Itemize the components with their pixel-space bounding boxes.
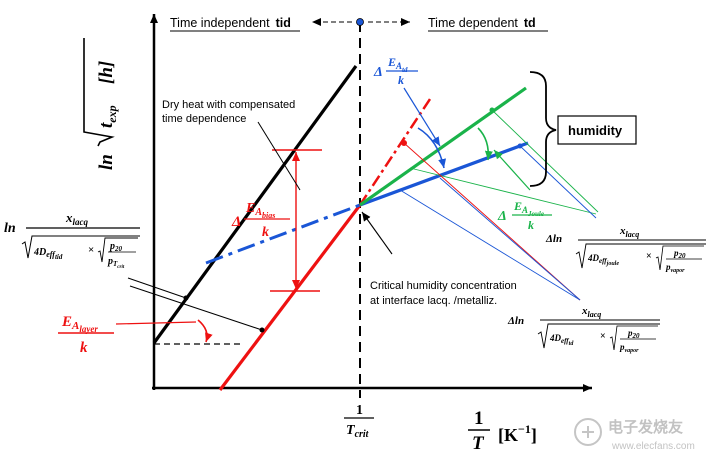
svg-text:×: × [646, 251, 652, 262]
svg-text:×: × [600, 331, 606, 342]
svg-text:xlacq: xlacq [619, 225, 639, 239]
svg-text:k: k [528, 218, 534, 232]
svg-text:×: × [88, 244, 94, 256]
svg-text:k: k [80, 340, 88, 356]
joule-angle-arc [477, 127, 493, 161]
leader-blue-1 [519, 145, 597, 219]
svg-text:Δ: Δ [231, 214, 241, 230]
svg-text:4Deffjoule: 4Deffjoule [587, 253, 619, 267]
humidity-brace [529, 71, 557, 187]
svg-text:xlacq: xlacq [581, 305, 601, 319]
x-axis-label: 1 T [K−1] [468, 408, 537, 454]
svg-text:pTcrit: pTcrit [107, 256, 125, 270]
ea-td-label: Δ EAtd k [373, 55, 418, 87]
svg-text:p20: p20 [673, 248, 686, 260]
tcrit-label: 1 Tcrit [344, 403, 374, 440]
joule-angle-pointer [493, 149, 531, 191]
svg-text:Δ: Δ [373, 65, 383, 80]
svg-text:p20: p20 [109, 241, 123, 253]
critical-pointer [361, 211, 393, 255]
marker-green [489, 107, 495, 113]
svg-text:4Defftid: 4Defftid [33, 247, 63, 261]
humidity-extension-line [205, 203, 361, 265]
watermark-logo-icon [574, 418, 602, 446]
ea-joule-label: Δ EAJoule k [497, 199, 552, 232]
svg-text:T: T [472, 433, 485, 454]
bias-extension-line [358, 95, 434, 206]
td-angle-pointer [403, 87, 441, 147]
svg-text:pvapor: pvapor [619, 342, 639, 354]
svg-text:Δ: Δ [497, 209, 507, 224]
svg-text:k: k [398, 73, 404, 87]
ea-bias-label: Δ EAbias k [231, 201, 290, 240]
svg-text:p20: p20 [627, 328, 640, 340]
joule-line [359, 86, 527, 207]
humidity-td-line [359, 141, 529, 207]
svg-text:ln: ln [4, 221, 16, 236]
humidity-box [557, 115, 637, 145]
svg-text:4Defftd: 4Defftd [549, 333, 574, 347]
svg-text:1: 1 [474, 408, 484, 429]
svg-text:EAJoule: EAJoule [513, 199, 544, 218]
y-axis-label: ln texp [h] [83, 38, 119, 170]
marker-red [401, 140, 407, 146]
formula-tid: ln xlacq 4Defftid × p20 pTcrit [4, 210, 140, 270]
svg-text:EAlayer: EAlayer [61, 314, 98, 334]
leader-red-1 [403, 142, 581, 301]
svg-text:pvapor: pvapor [665, 262, 685, 274]
svg-text:电子发烧友: 电子发烧友 [608, 418, 683, 436]
svg-text:texp: texp [96, 105, 119, 128]
svg-text:Tcrit: Tcrit [346, 423, 370, 440]
svg-text:Δln: Δln [507, 315, 524, 327]
left-formula-leader-2 [129, 285, 263, 331]
leader-blue-3 [439, 177, 581, 301]
svg-text:xlacq: xlacq [65, 210, 88, 227]
svg-text:www.elecfans.com: www.elecfans.com [611, 441, 695, 452]
leader-dot-1 [183, 295, 189, 301]
watermark: 电子发烧友 www.elecfans.com [574, 418, 695, 452]
dry-heat-pointer [257, 121, 301, 191]
leader-green-1 [491, 109, 599, 213]
formula-td: Δln xlacq 4Defftd × p20 pvapor [507, 305, 660, 354]
critical-point-top [356, 18, 364, 26]
svg-text:EAbias: EAbias [245, 201, 275, 220]
marker-blue [517, 143, 523, 149]
svg-text:Δln: Δln [545, 233, 562, 245]
svg-text:ln: ln [96, 154, 117, 170]
svg-text:[K−1]: [K−1] [498, 422, 537, 445]
left-formula-leader-1 [127, 277, 187, 299]
formula-joule: Δln xlacq 4Deffjoule × p20 pvapor [545, 225, 706, 274]
svg-text:[h]: [h] [96, 61, 117, 84]
svg-text:k: k [262, 225, 269, 240]
svg-text:1: 1 [356, 403, 363, 418]
layer-angle-arc [197, 319, 213, 343]
leader-blue-2 [399, 189, 581, 301]
layer-pointer [115, 321, 197, 325]
leader-dot-2 [259, 327, 265, 333]
ea-layer-label: EAlayer k [58, 314, 114, 356]
humidity-label: humidity [568, 123, 623, 138]
svg-text:EAtd: EAtd [387, 55, 408, 74]
bias-line [218, 204, 362, 391]
